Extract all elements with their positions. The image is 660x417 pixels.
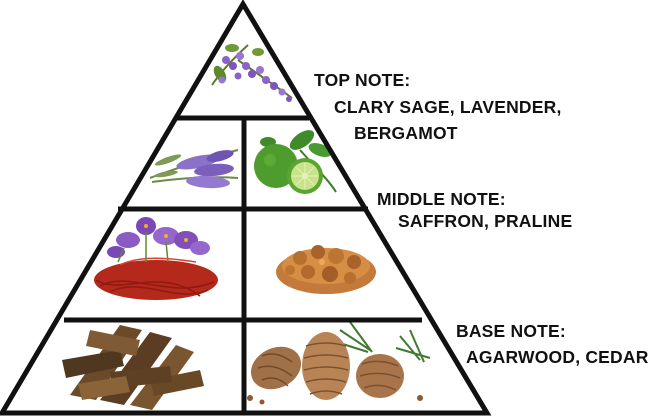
agarwood-image	[62, 325, 204, 410]
saffron-image	[94, 217, 218, 300]
top-note-ingredients-line-1: CLARY SAGE, LAVENDER,	[334, 97, 562, 117]
top-note-ingredients-line-2: BERGAMOT	[354, 123, 458, 143]
praline-image	[276, 245, 376, 294]
cedar-image	[247, 321, 431, 405]
base-note-ingredients: AGARWOOD, CEDAR	[466, 347, 649, 367]
middle-note-heading: MIDDLE NOTE:	[377, 189, 506, 209]
base-note-heading: BASE NOTE:	[456, 321, 566, 341]
clary-sage-image	[211, 44, 293, 102]
top-note-heading: TOP NOTE:	[314, 70, 411, 90]
lavender-image	[149, 149, 239, 189]
middle-note-ingredients: SAFFRON, PRALINE	[398, 211, 573, 231]
pyramid-outline	[0, 0, 492, 416]
